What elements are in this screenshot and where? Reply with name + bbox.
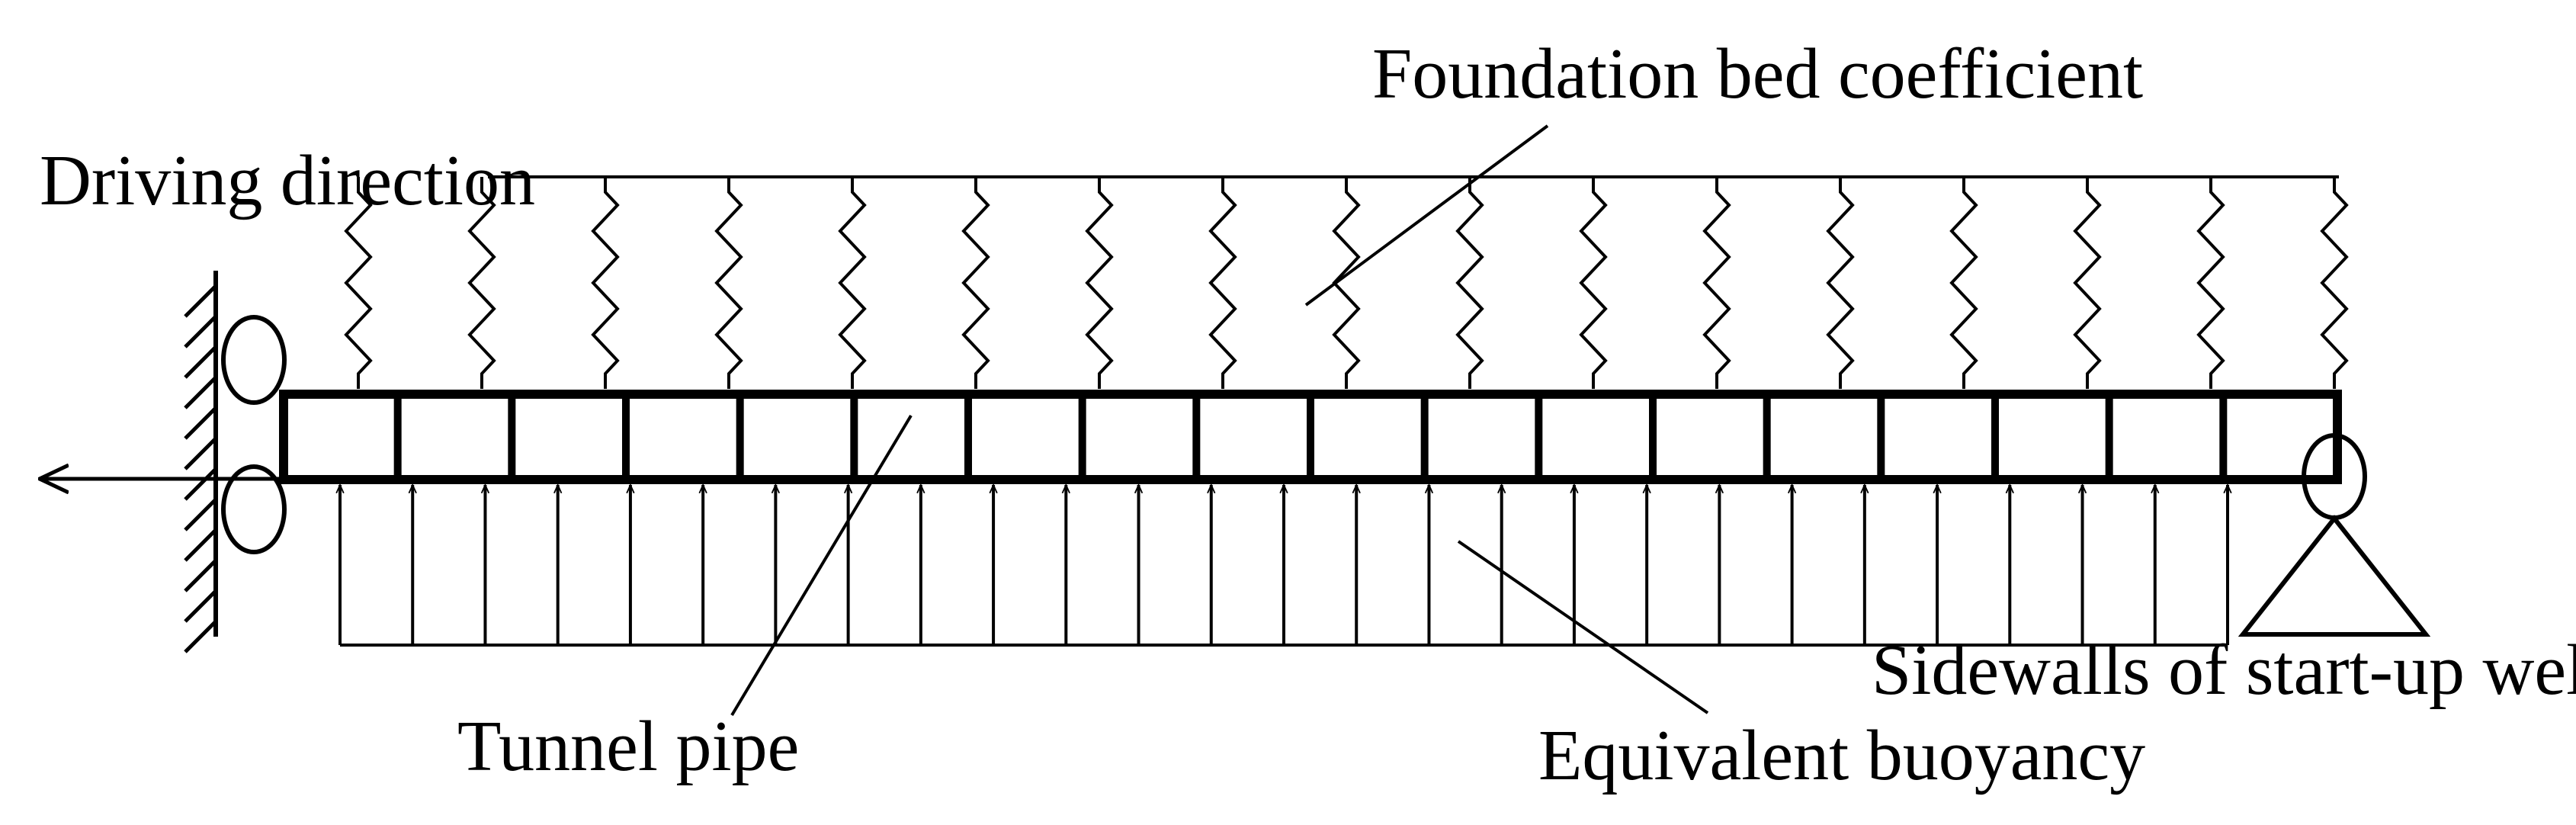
foundation-spring: [714, 177, 743, 389]
hatch-line: [184, 345, 217, 379]
label-sidewalls-of-start-up-wells: Sidewalls of start-up wells: [1872, 631, 2576, 710]
hatch-line: [184, 620, 217, 653]
spring-group: [344, 177, 2349, 389]
hatch-line: [184, 467, 217, 501]
foundation-spring: [1579, 177, 1608, 389]
left-sidewall-support: [184, 271, 287, 653]
hatch-line: [184, 406, 217, 440]
foundation-spring: [467, 177, 496, 389]
foundation-spring: [344, 177, 373, 389]
label-driving-direction: Driving direction: [40, 141, 535, 220]
hatch-line: [184, 559, 217, 592]
leader-tunnel: [730, 414, 913, 717]
hatch-line: [184, 284, 217, 318]
roller-bottom: [221, 464, 287, 554]
leader-foundation: [1304, 124, 1549, 307]
hatch-line: [184, 498, 217, 531]
foundation-spring: [1949, 177, 1978, 389]
right-pin-support: [2238, 433, 2431, 637]
buoyancy-load: [340, 485, 2228, 647]
roller-top: [221, 315, 287, 405]
foundation-spring: [1085, 177, 1114, 389]
foundation-spring: [1208, 177, 1237, 389]
foundation-spring: [591, 177, 620, 389]
foundation-spring: [2196, 177, 2225, 389]
hatch-line: [184, 589, 217, 623]
foundation-spring: [1702, 177, 1731, 389]
label-equivalent-buoyancy: Equivalent buoyancy: [1538, 716, 2145, 795]
hatch-line: [184, 528, 217, 562]
pipe-segment-dividers: [393, 394, 2228, 480]
hatch-line: [184, 315, 217, 348]
tunnel-pipe: [279, 390, 2342, 484]
sidewall-hatching: [184, 284, 217, 653]
buoyancy-arrow-group: [340, 485, 2228, 645]
hatch-line: [184, 376, 217, 409]
support-triangle: [2238, 515, 2431, 637]
foundation-spring: [1826, 177, 1855, 389]
label-foundation-bed-coefficient: Foundation bed coefficient: [1372, 34, 2143, 114]
foundation-spring: [838, 177, 867, 389]
foundation-bed: [344, 175, 2349, 389]
foundation-spring: [2073, 177, 2102, 389]
foundation-spring: [1455, 177, 1484, 389]
label-tunnel-pipe: Tunnel pipe: [457, 707, 799, 786]
foundation-spring: [961, 177, 990, 389]
leader-buoyancy: [1457, 540, 1709, 714]
foundation-spring: [2320, 177, 2349, 389]
hatch-line: [184, 437, 217, 470]
